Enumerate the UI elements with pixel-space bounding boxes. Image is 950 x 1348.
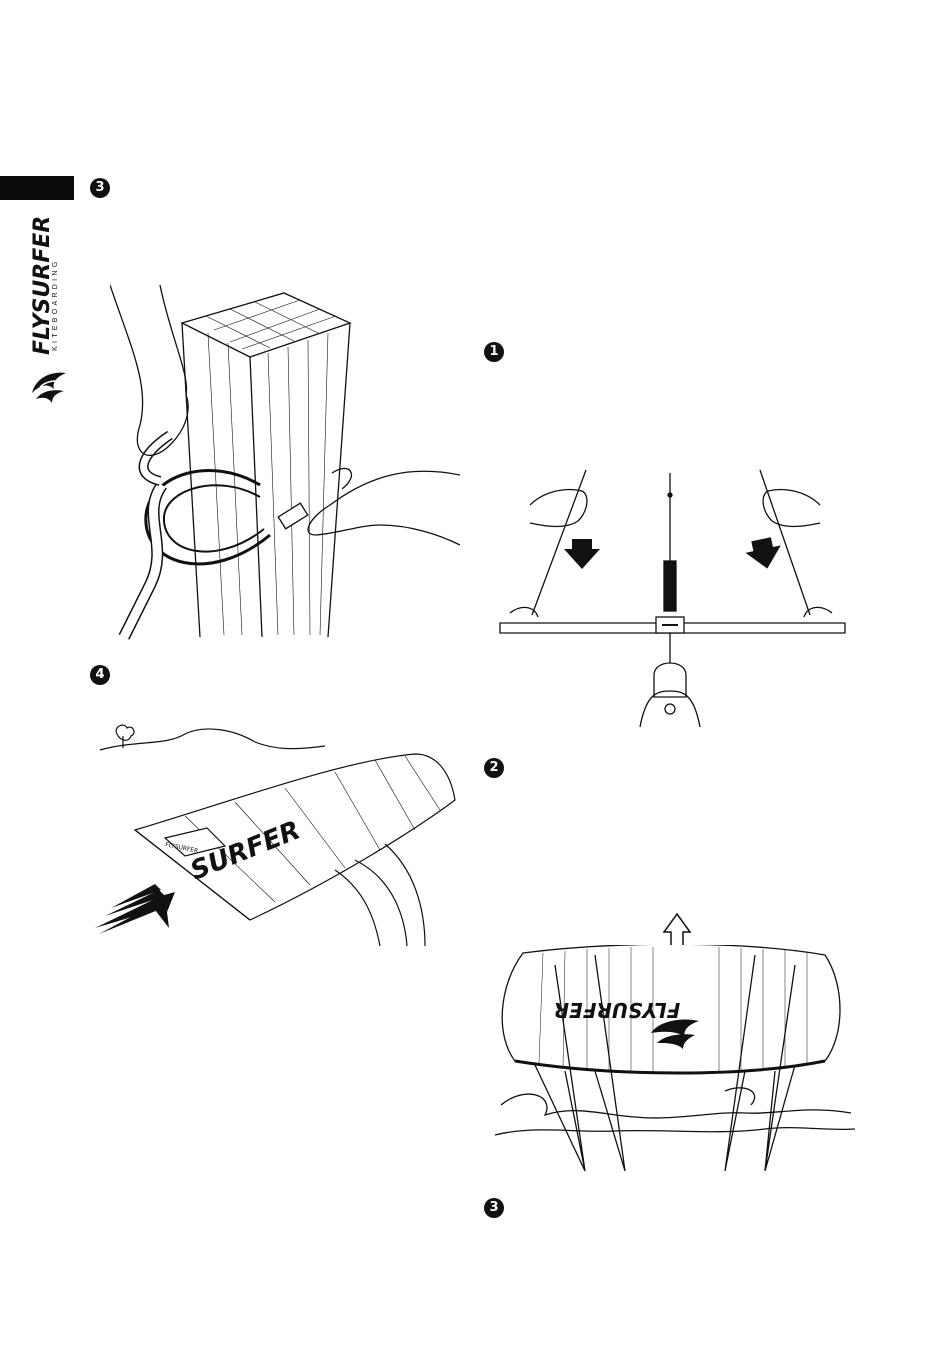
brand-logo: FLYSURFER KITEBOARDING — [14, 205, 66, 415]
kite-launch-illustration: FLYSURFER — [495, 945, 855, 1175]
leash-attachment-illustration — [110, 285, 460, 640]
flysurfer-emblem-icon — [26, 363, 72, 409]
step-number-badge: 3 — [484, 1198, 504, 1218]
step-number-badge: 2 — [484, 758, 504, 778]
section-tab — [0, 176, 74, 200]
control-bar-illustration — [490, 465, 860, 735]
brand-subtitle: KITEBOARDING — [52, 259, 59, 352]
step-number-badge: 1 — [484, 342, 504, 362]
step-number-badge: 4 — [90, 665, 110, 685]
kite-ground-illustration: FLYSURFER SURFER — [95, 720, 465, 950]
kite-wordmark-upside-down: FLYSURFER — [554, 998, 681, 1022]
step-number-badge: 3 — [90, 178, 110, 198]
